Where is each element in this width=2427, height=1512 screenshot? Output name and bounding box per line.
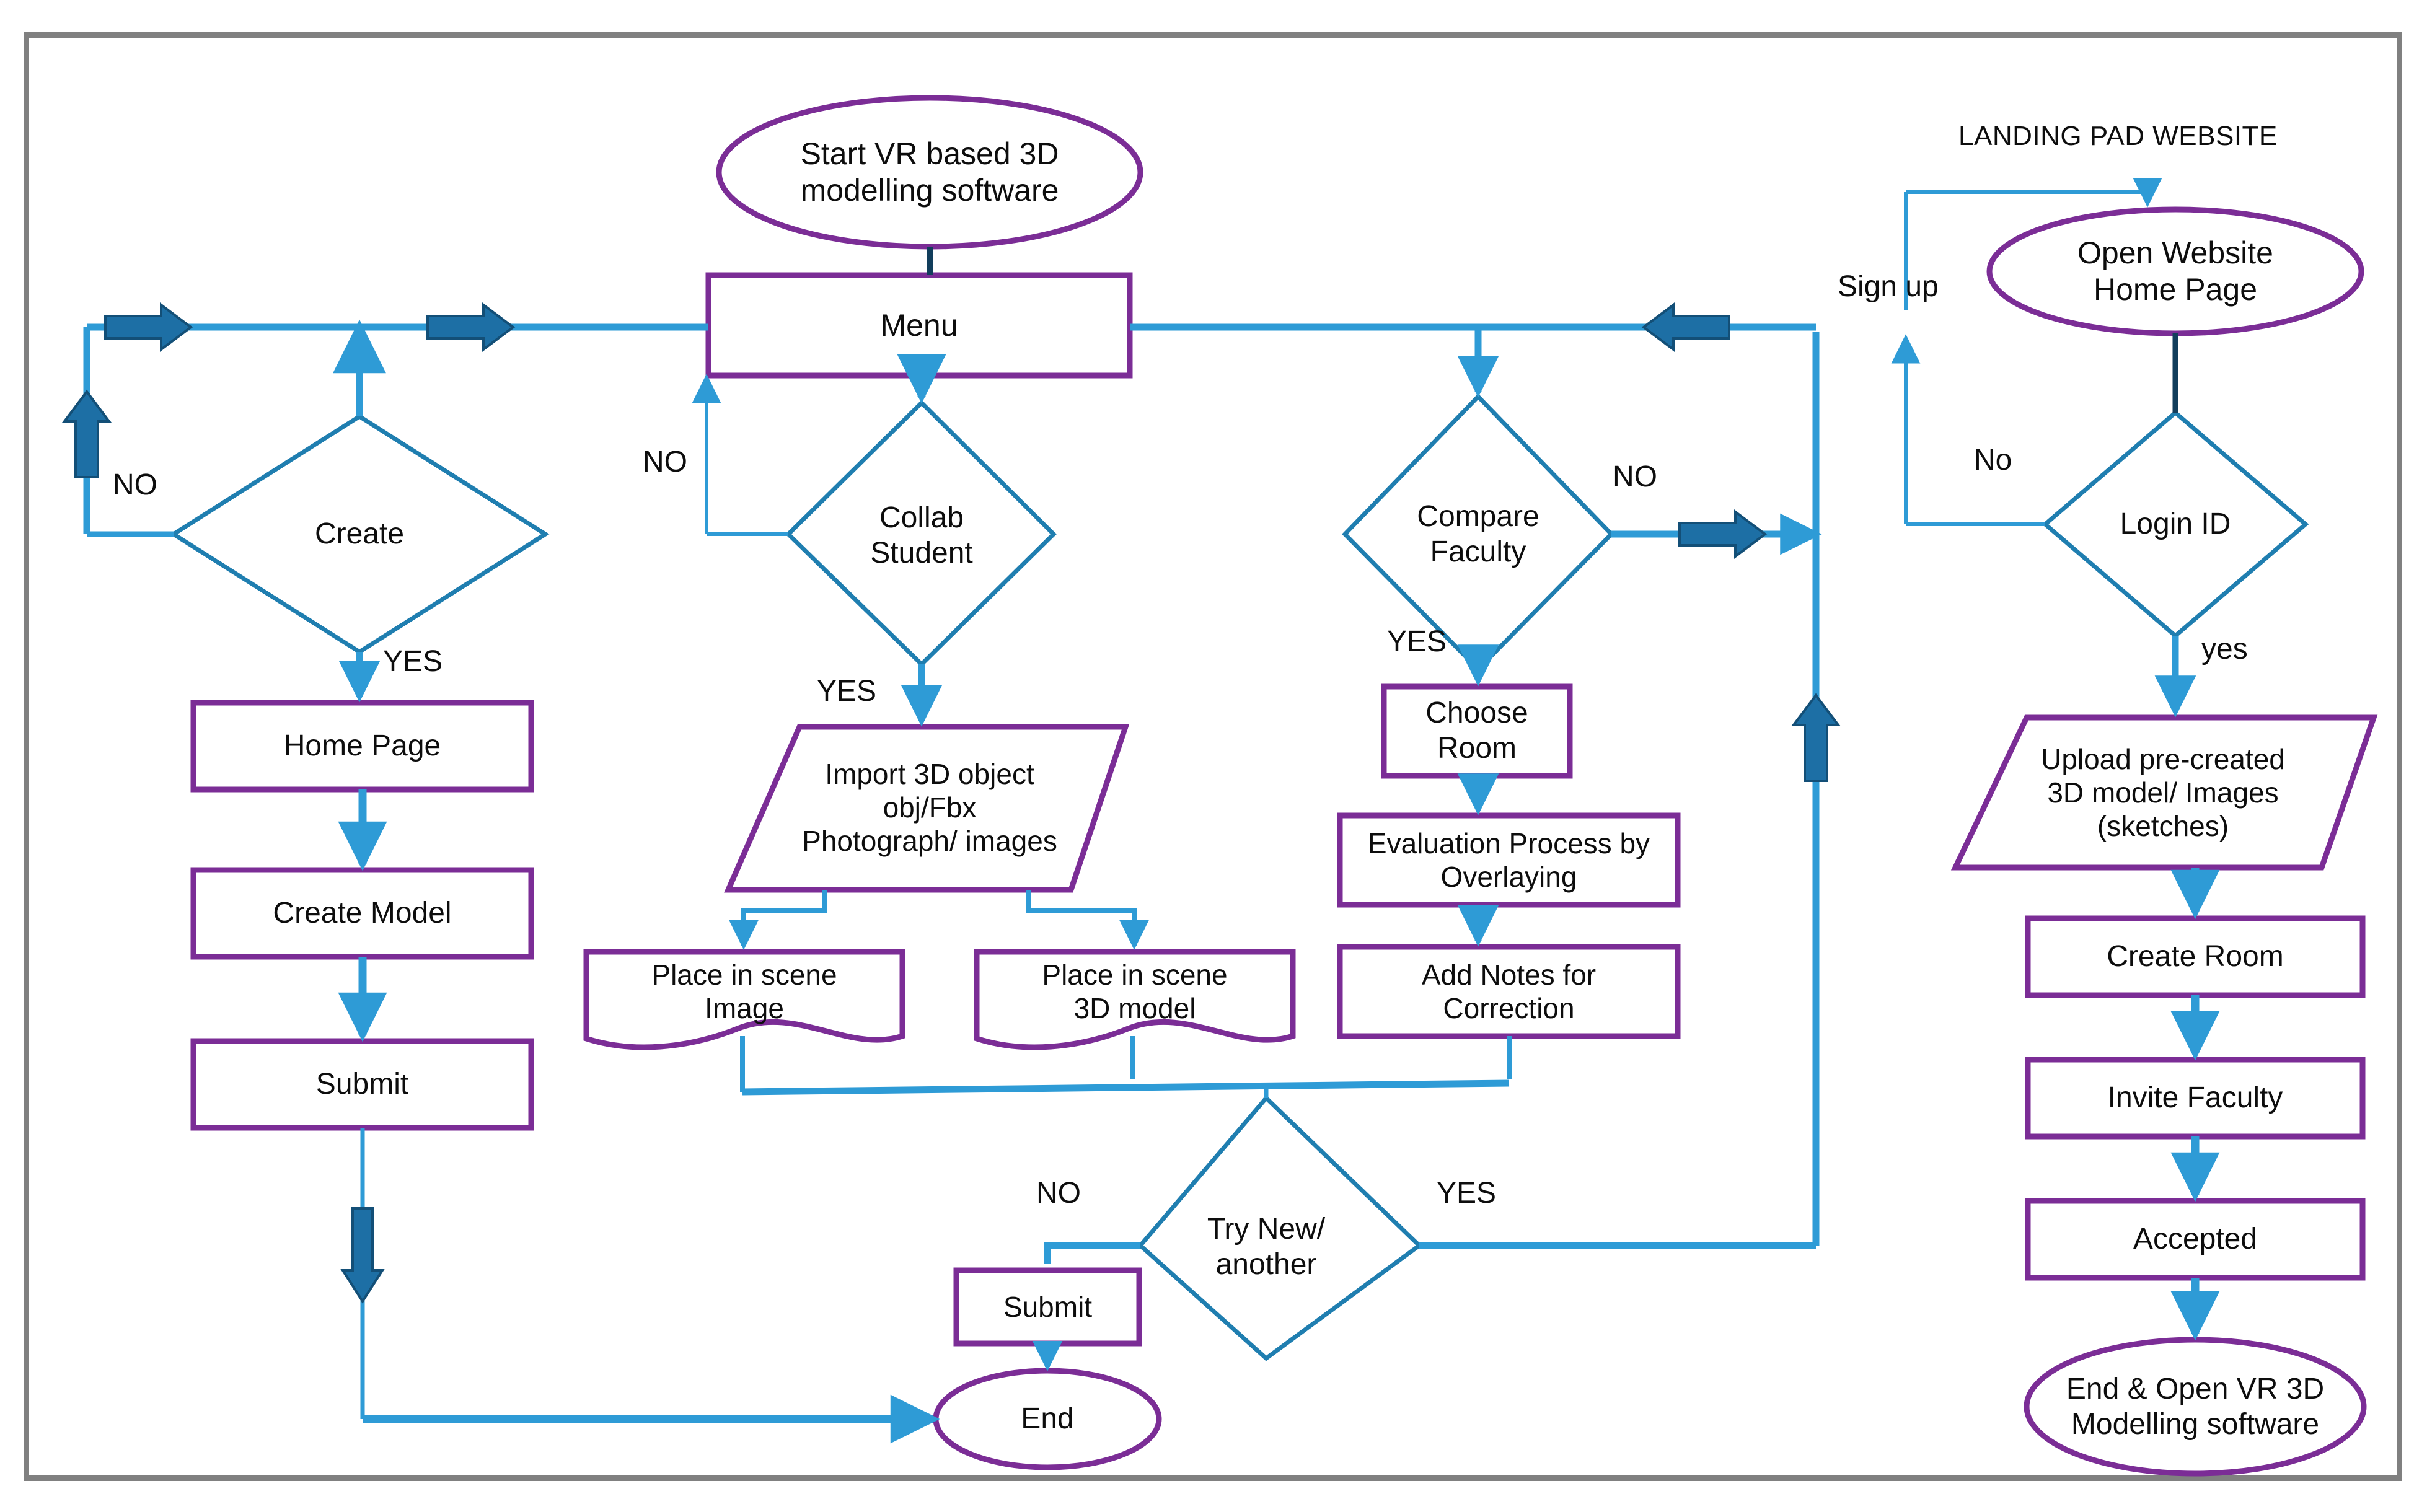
diagram-frame — [24, 32, 2402, 1481]
